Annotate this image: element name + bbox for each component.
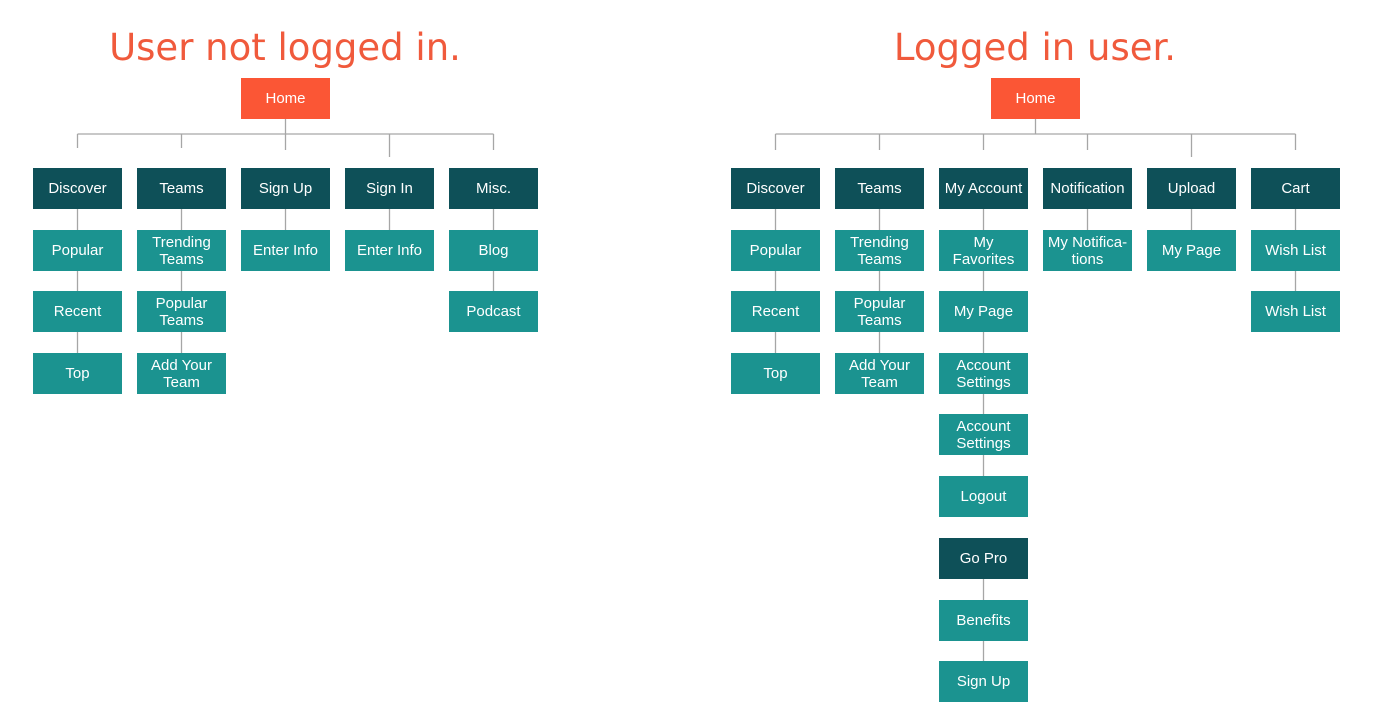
guest-category-teams[interactable]: Teams — [137, 168, 226, 209]
guest-item-popular-teams[interactable]: Popular Teams — [137, 291, 226, 332]
user-item-trending-teams[interactable]: Trending Teams — [835, 230, 924, 271]
user-item-my-page[interactable]: My Page — [939, 291, 1028, 332]
guest-category-sign-in[interactable]: Sign In — [345, 168, 434, 209]
guest-item-podcast[interactable]: Podcast — [449, 291, 538, 332]
user-category-cart[interactable]: Cart — [1251, 168, 1340, 209]
guest-item-add-your-team[interactable]: Add Your Team — [137, 353, 226, 394]
guest-category-misc[interactable]: Misc. — [449, 168, 538, 209]
user-item-wish-list[interactable]: Wish List — [1251, 230, 1340, 271]
user-category-discover[interactable]: Discover — [731, 168, 820, 209]
guest-item-trending-teams[interactable]: Trending Teams — [137, 230, 226, 271]
user-item-top[interactable]: Top — [731, 353, 820, 394]
user-item-my-favorites[interactable]: My Favorites — [939, 230, 1028, 271]
guest-category-discover[interactable]: Discover — [33, 168, 122, 209]
guest-item-enter-info[interactable]: Enter Info — [241, 230, 330, 271]
guest-item-popular[interactable]: Popular — [33, 230, 122, 271]
user-category-my-account[interactable]: My Account — [939, 168, 1028, 209]
guest-item-enter-info[interactable]: Enter Info — [345, 230, 434, 271]
guest-item-top[interactable]: Top — [33, 353, 122, 394]
user-item-account-settings[interactable]: Account Settings — [939, 414, 1028, 455]
user-item-popular-teams[interactable]: Popular Teams — [835, 291, 924, 332]
user-item-wish-list[interactable]: Wish List — [1251, 291, 1340, 332]
user-item-my-notifica-tions[interactable]: My Notifica-tions — [1043, 230, 1132, 271]
title-logged-in: Logged in user. — [893, 26, 1177, 69]
user-category-notification[interactable]: Notification — [1043, 168, 1132, 209]
user-item-benefits[interactable]: Benefits — [939, 600, 1028, 641]
user-item-account-settings[interactable]: Account Settings — [939, 353, 1028, 394]
user-category-teams[interactable]: Teams — [835, 168, 924, 209]
guest-item-recent[interactable]: Recent — [33, 291, 122, 332]
user-category-go-pro[interactable]: Go Pro — [939, 538, 1028, 579]
title-logged-out: User not logged in. — [109, 26, 461, 69]
user-home-node[interactable]: Home — [991, 78, 1080, 119]
user-item-my-page[interactable]: My Page — [1147, 230, 1236, 271]
user-category-upload[interactable]: Upload — [1147, 168, 1236, 209]
guest-home-node[interactable]: Home — [241, 78, 330, 119]
guest-category-sign-up[interactable]: Sign Up — [241, 168, 330, 209]
user-item-logout[interactable]: Logout — [939, 476, 1028, 517]
guest-item-blog[interactable]: Blog — [449, 230, 538, 271]
user-item-popular[interactable]: Popular — [731, 230, 820, 271]
user-item-add-your-team[interactable]: Add Your Team — [835, 353, 924, 394]
user-item-recent[interactable]: Recent — [731, 291, 820, 332]
user-item-sign-up[interactable]: Sign Up — [939, 661, 1028, 702]
